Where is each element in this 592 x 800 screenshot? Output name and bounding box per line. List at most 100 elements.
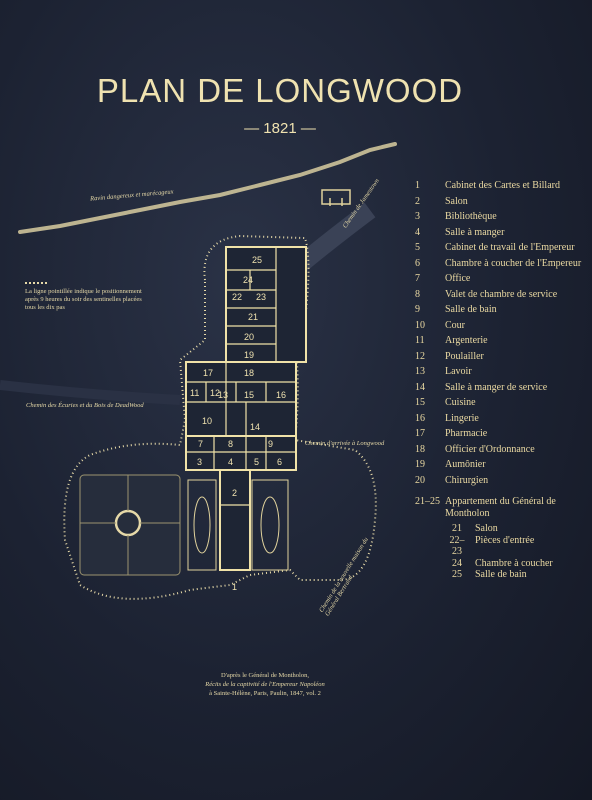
legend-label: Cabinet de travail de l'Empereur	[445, 242, 575, 253]
legend-number: 6	[415, 257, 420, 269]
legend-item: 2 Salon	[415, 196, 585, 208]
legend-item: 1 Cabinet des Cartes et Billard	[415, 180, 585, 192]
label-ecuries: Chemin des Écuries et du Bois de DeadWoo…	[26, 402, 144, 409]
room-25: 25	[252, 255, 262, 265]
room-4: 4	[228, 457, 233, 467]
legend-label: Salle de bain	[445, 304, 497, 315]
room-9: 9	[268, 439, 273, 449]
legend-number: 16	[415, 412, 425, 424]
legend-subitem-label: Salon	[475, 523, 498, 534]
credit: D'après le Général de Montholon, Récits …	[180, 672, 350, 698]
credit-line-2: Récits de la captivité de l'Empereur Nap…	[205, 680, 325, 688]
legend-label: Lingerie	[445, 412, 479, 424]
room-14: 14	[250, 422, 260, 432]
credit-line-1: D'après le Général de Montholon,	[221, 672, 309, 679]
room-10: 10	[202, 416, 212, 426]
legend-item: 15 Cuisine	[415, 397, 585, 409]
room-5: 5	[254, 457, 259, 467]
outbuilding	[321, 189, 351, 206]
page-title: PLAN DE LONGWOOD	[96, 72, 464, 109]
dotted-line-sample	[25, 282, 47, 284]
legend-label: Salon	[445, 195, 468, 207]
legend-number: 18	[415, 443, 425, 455]
legend-subitem: 21 Salon	[445, 523, 585, 535]
room-8: 8	[228, 439, 233, 449]
legend-subitem: 22–23 Pièces d'entrée	[445, 535, 585, 558]
legend-label: Officier d'Ordonnance	[445, 443, 535, 455]
room-21: 21	[248, 312, 258, 322]
sentinel-note: La ligne pointillée indique le positionn…	[25, 288, 142, 311]
legend-subitem-label: Chambre à coucher	[475, 557, 553, 569]
house-outline	[185, 246, 307, 571]
room-15: 15	[244, 390, 254, 400]
legend-number: 2	[415, 195, 420, 207]
room-6: 6	[277, 457, 282, 467]
label-arrivee: Chemin d'arrivée à Longwood	[305, 440, 385, 447]
legend-label: Cabinet des Cartes et Billard	[445, 180, 560, 191]
legend-label: Lavoir	[445, 366, 472, 377]
legend-label: Argenterie	[445, 335, 488, 346]
legend-label: Poulailler	[445, 350, 484, 362]
room-23: 23	[256, 292, 266, 302]
legend-number: 5	[415, 242, 420, 253]
room-1: 1	[232, 582, 237, 592]
legend-number: 15	[415, 397, 425, 408]
legend-subitem-number: 21	[452, 523, 462, 534]
legend-subitem-number: 22–23	[449, 534, 465, 558]
legend-label: Bibliothèque	[445, 211, 497, 222]
legend-number: 8	[415, 288, 420, 300]
legend-item: 8 Valet de chambre de service	[415, 289, 585, 301]
room-2: 2	[232, 488, 237, 498]
garden-west	[79, 474, 181, 576]
legend-label: Chirurgien	[445, 474, 489, 486]
legend-subitem-label: Salle de bain	[475, 569, 527, 580]
legend-group-label: Appartement du Général de Montholon	[445, 496, 556, 519]
garden-beds	[187, 479, 289, 571]
room-13: 13	[218, 390, 228, 400]
legend-subitem-label: Pièces d'entrée	[475, 534, 535, 546]
legend-label: Pharmacie	[445, 428, 488, 439]
legend-label: Salle à manger de service	[445, 381, 548, 393]
legend-number: 1	[415, 180, 420, 191]
legend-label: Chambre à coucher de l'Empereur	[445, 257, 582, 269]
room-20: 20	[244, 332, 254, 342]
room-12: 12	[210, 388, 220, 398]
legend-label: Cuisine	[445, 397, 476, 408]
legend-subitem-number: 25	[452, 569, 462, 580]
legend-label: Valet de chambre de service	[445, 288, 558, 300]
legend-number: 20	[415, 474, 425, 486]
legend-number: 9	[415, 304, 420, 315]
legend-item: 7 Office	[415, 273, 585, 285]
legend-number: 19	[415, 459, 425, 470]
credit-line-3: à Sainte-Hélène, Paris, Paulin, 1847, vo…	[209, 689, 321, 697]
legend-number: 7	[415, 273, 420, 284]
legend-number: 10	[415, 319, 425, 331]
legend-number: 3	[415, 211, 420, 222]
interior-walls	[186, 247, 296, 506]
room-19: 19	[244, 350, 254, 360]
legend-number: 4	[415, 226, 420, 238]
legend-item: 9 Salle de bain	[415, 304, 585, 316]
legend-number: 17	[415, 428, 425, 439]
room-11: 11	[190, 388, 199, 398]
legend-item: 6 Chambre à coucher de l'Empereur	[415, 258, 585, 270]
longwood-plan: 1 2 3 4 5 6 7 8 9 10 11 12 13 14 15 16 1…	[0, 142, 397, 600]
legend-item: 5 Cabinet de travail de l'Empereur	[415, 242, 585, 254]
ravine-edge	[18, 142, 397, 234]
road-jamestown	[294, 202, 376, 272]
road-ecuries	[0, 380, 181, 405]
legend-item: 20 Chirurgien	[415, 475, 585, 487]
room-7: 7	[198, 439, 203, 449]
room-17: 17	[203, 368, 213, 378]
room-16: 16	[276, 390, 286, 400]
legend-label: Office	[445, 273, 471, 284]
